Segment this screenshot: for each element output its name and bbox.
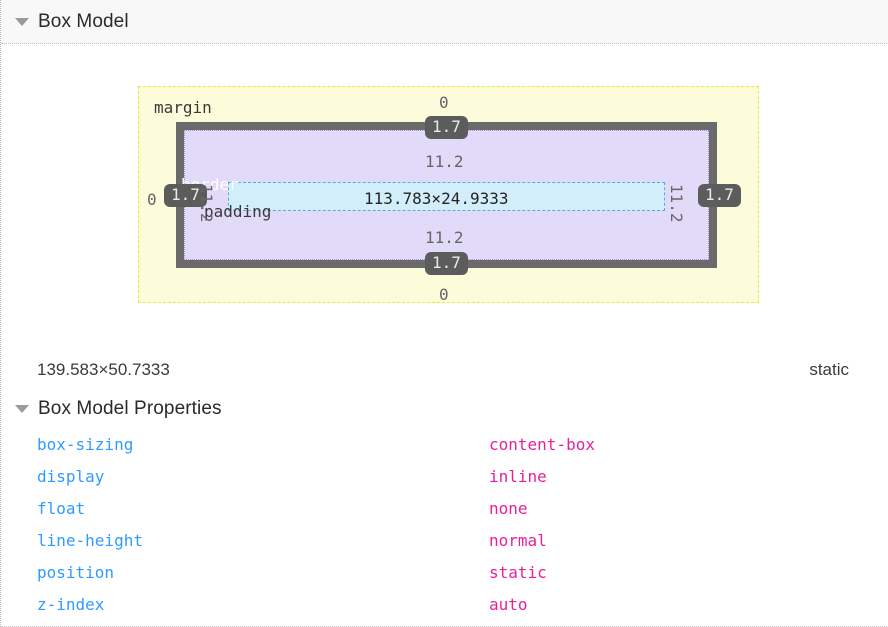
margin-top-value[interactable]: 0 [439, 93, 449, 112]
padding-right-value[interactable]: 11.2 [667, 184, 686, 223]
box-model-properties-header[interactable]: Box Model Properties [1, 392, 888, 426]
property-row[interactable]: float none [1, 492, 888, 524]
box-model-section-header[interactable]: Box Model [1, 0, 888, 44]
property-value[interactable]: static [489, 562, 547, 582]
border-bottom-value[interactable]: 1.7 [425, 252, 468, 275]
property-name: display [37, 466, 105, 486]
border-right-value[interactable]: 1.7 [698, 184, 741, 207]
property-name: box-sizing [37, 434, 134, 454]
padding-top-value[interactable]: 11.2 [425, 152, 464, 171]
property-name: line-height [37, 530, 143, 550]
property-value[interactable]: content-box [489, 434, 595, 454]
property-row[interactable]: display inline [1, 460, 888, 492]
box-model-properties-title: Box Model Properties [38, 398, 222, 419]
content-box-region[interactable] [228, 182, 665, 211]
padding-region-label: padding [204, 202, 272, 221]
property-value[interactable]: normal [489, 530, 547, 550]
triangle-down-icon[interactable] [15, 405, 29, 413]
content-box-size: 113.783×24.9333 [364, 189, 509, 208]
property-value[interactable]: none [489, 498, 528, 518]
property-row[interactable]: line-height normal [1, 524, 888, 556]
property-value[interactable]: inline [489, 466, 547, 486]
padding-bottom-value[interactable]: 11.2 [425, 228, 464, 247]
totals-row: 139.583×50.7333 static [1, 355, 888, 389]
property-value[interactable]: auto [489, 594, 528, 614]
property-row[interactable]: position static [1, 556, 888, 588]
border-left-value[interactable]: 1.7 [164, 184, 207, 207]
margin-bottom-value[interactable]: 0 [439, 285, 449, 304]
property-name: position [37, 562, 115, 582]
page-title: Box Model [38, 10, 129, 32]
property-row[interactable]: z-index auto [1, 588, 888, 620]
triangle-down-icon[interactable] [15, 17, 29, 26]
margin-left-value[interactable]: 0 [147, 190, 157, 209]
margin-region-label: margin [154, 98, 212, 117]
border-top-value[interactable]: 1.7 [425, 116, 468, 139]
element-position-value: static [809, 360, 849, 379]
element-total-size: 139.583×50.7333 [37, 360, 170, 379]
box-model-diagram: margin border padding 0 0 0 0 1.7 1.7 1.… [1, 44, 888, 340]
padding-left-value[interactable]: 11.2 [197, 184, 216, 223]
property-name: z-index [37, 594, 105, 614]
property-row[interactable]: box-sizing content-box [1, 428, 888, 460]
box-model-properties-list: box-sizing content-box display inline float n… [1, 428, 888, 620]
property-name: float [37, 498, 86, 518]
